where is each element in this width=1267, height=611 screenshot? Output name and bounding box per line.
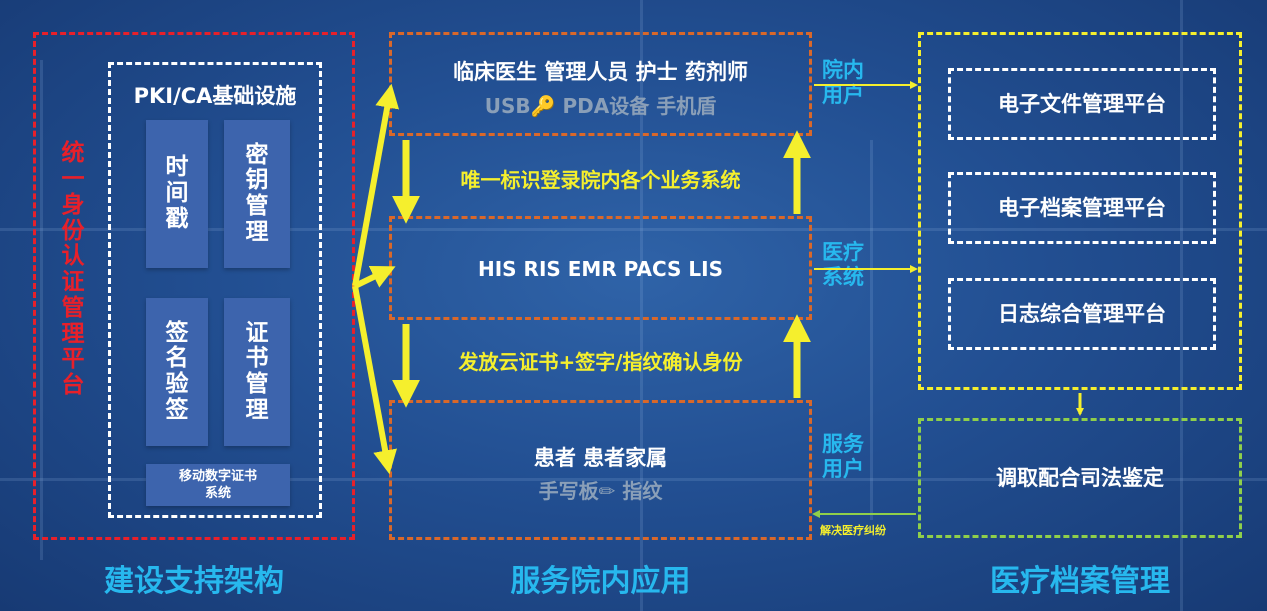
fan-arrow-top: [352, 83, 400, 287]
platform-electronic-archives: 电子档案管理平台: [948, 172, 1216, 244]
label-medical-systems-line1: 医疗: [822, 240, 864, 264]
upper-flow-label: 唯一标识登录院内各个业务系统: [460, 168, 741, 192]
bg-line: [870, 140, 873, 520]
judicial-box: 调取配合司法鉴定: [918, 418, 1242, 538]
footer-left: 建设支持架构: [104, 564, 284, 599]
fan-arrow-bottom: [352, 285, 397, 475]
bg-line: [0, 478, 1267, 481]
tile-cert-management: 证书管理: [224, 298, 290, 446]
label-service-users: 服务 用户: [822, 432, 864, 482]
fan-arrow-middle: [353, 266, 396, 289]
tile-mobile-cert-line1: 移动数字证书: [178, 469, 257, 484]
label-service-users-line2: 用户: [822, 457, 864, 482]
tile-mobile-cert-line2: 系统: [204, 486, 231, 501]
platform-electronic-archives-label: 电子档案管理平台: [998, 196, 1166, 220]
label-inhouse-users-line2: 用户: [822, 83, 864, 108]
label-service-users-line1: 服务: [822, 432, 864, 456]
dispute-note: 解决医疗纠纷: [820, 524, 886, 537]
platform-electronic-files: 电子文件管理平台: [948, 68, 1216, 140]
platform-log-management-label: 日志综合管理平台: [998, 302, 1166, 326]
tile-mobile-cert: 移动数字证书 系统: [146, 464, 290, 506]
platform-log-management: 日志综合管理平台: [948, 278, 1216, 350]
patient-devices: 手写板✏ 指纹: [538, 479, 663, 503]
patient-roles: 患者 患者家属: [533, 446, 668, 470]
footer-middle: 服务院内应用: [510, 564, 691, 599]
tile-cert-management-label: 证书管理: [245, 319, 269, 423]
pki-title: PKI/CA基础设施: [133, 84, 297, 108]
pki-frame: [108, 62, 322, 518]
identity-auth-frame: [33, 32, 355, 540]
tile-key-management-label: 密钥管理: [245, 141, 269, 245]
bg-line: [1180, 0, 1183, 611]
bg-line: [640, 0, 643, 611]
systems-list: HIS RIS EMR PACS LIS: [478, 257, 723, 281]
staff-roles: 临床医生 管理人员 护士 药剂师: [453, 60, 748, 84]
tile-signature-verify-label: 签名验签: [165, 319, 189, 423]
tile-timestamp-label: 时间戳: [165, 154, 189, 232]
lower-flow-label: 发放云证书+签字/指纹确认身份: [458, 350, 743, 374]
staff-devices: USB🔑 PDA设备 手机盾: [484, 94, 717, 118]
bg-line: [40, 60, 43, 560]
footer-right: 医疗档案管理: [990, 564, 1170, 599]
tile-timestamp: 时间戳: [146, 120, 208, 268]
archive-platforms-frame: [918, 32, 1242, 390]
platform-electronic-files-label: 电子文件管理平台: [998, 92, 1166, 116]
tile-signature-verify: 签名验签: [146, 298, 208, 446]
bg-line: [0, 228, 1267, 231]
identity-auth-title-text: 统一身份认证管理平台: [61, 140, 85, 398]
tile-key-management: 密钥管理: [224, 120, 290, 268]
identity-auth-title: 统一身份认证管理平台: [50, 115, 96, 425]
label-inhouse-users-line1: 院内: [822, 58, 864, 82]
label-inhouse-users: 院内 用户: [822, 58, 864, 108]
judicial-label: 调取配合司法鉴定: [996, 466, 1164, 490]
